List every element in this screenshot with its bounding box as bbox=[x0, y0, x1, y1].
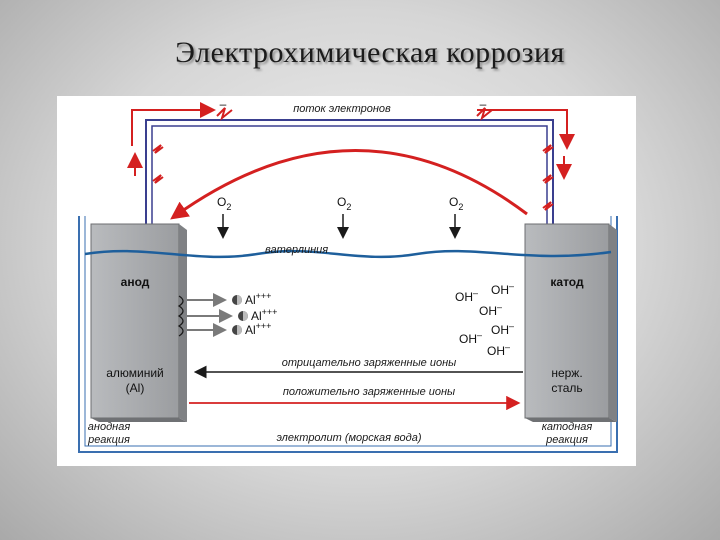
anode-reaction-1: анодная bbox=[88, 421, 131, 433]
negative-ions-label: отрицательно заряженные ионы bbox=[282, 357, 456, 369]
oh-ion-1: OH– bbox=[455, 288, 478, 304]
al-ion-2: Al+++ bbox=[251, 307, 277, 323]
oh-ion-2: OH– bbox=[491, 281, 514, 297]
oxygen-group: O2 O2 O2 bbox=[217, 195, 463, 239]
al-ion-1: Al+++ bbox=[245, 291, 271, 307]
oxygen-3: O2 bbox=[449, 195, 463, 212]
cathode-reaction-2: реакция bbox=[545, 434, 588, 446]
al-ions: Al+++ Al+++ Al+++ bbox=[187, 291, 277, 337]
external-wire bbox=[145, 119, 554, 224]
waterline-wave bbox=[84, 249, 612, 259]
cathode-label: катод bbox=[550, 275, 584, 289]
positive-ions-label: положительно заряженные ионы bbox=[283, 386, 455, 398]
anode-pits bbox=[177, 295, 184, 337]
slide-title: Электрохимическая коррозия bbox=[175, 36, 565, 69]
oxygen-2: O2 bbox=[337, 195, 351, 212]
anode-label: анод bbox=[121, 275, 150, 289]
oxygen-1: O2 bbox=[217, 195, 231, 212]
oxygen-flow-arc bbox=[170, 149, 528, 220]
oh-ion-3: OH– bbox=[479, 302, 502, 318]
electrolyte-label: электролит (морская вода) bbox=[276, 432, 421, 444]
oh-ion-4: OH– bbox=[491, 321, 514, 337]
electron-flow-label: поток электронов bbox=[293, 103, 391, 115]
oh-ions: OH– OH– OH– OH– OH– OH– bbox=[455, 281, 514, 358]
corrosion-diagram: поток электронов – – ватерлиния O2 O2 bbox=[78, 97, 618, 453]
anode-electrode bbox=[90, 223, 187, 422]
cathode-reaction-1: катодная bbox=[542, 421, 593, 433]
diagram-panel: поток электронов – – ватерлиния O2 O2 bbox=[57, 96, 636, 466]
anode-reaction-2: реакция bbox=[87, 434, 130, 446]
oh-ion-5: OH– bbox=[459, 330, 482, 346]
oh-ion-6: OH– bbox=[487, 342, 510, 358]
electron-sign-right: – bbox=[480, 97, 487, 111]
anode-material-2: (Al) bbox=[126, 381, 145, 395]
electron-sign-left: – bbox=[220, 97, 227, 111]
al-ion-3: Al+++ bbox=[245, 321, 271, 337]
anode-material-1: алюминий bbox=[106, 366, 164, 380]
cathode-material-2: сталь bbox=[551, 381, 582, 395]
waterline-label: ватерлиния bbox=[265, 244, 328, 256]
electron-flow-arrows bbox=[127, 102, 575, 211]
cathode-material-1: нерж. bbox=[551, 366, 582, 380]
